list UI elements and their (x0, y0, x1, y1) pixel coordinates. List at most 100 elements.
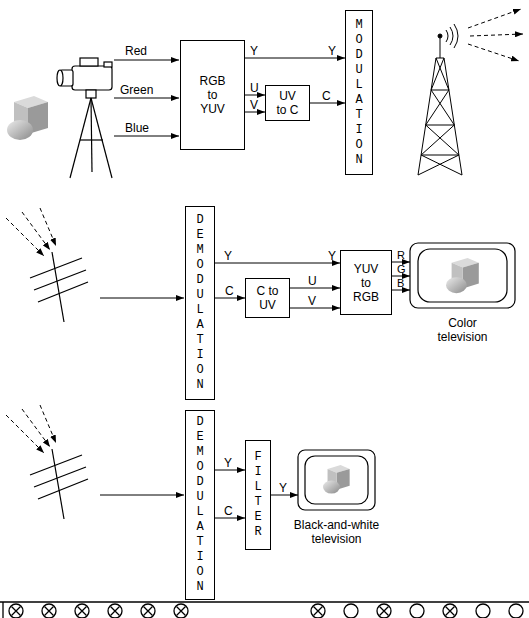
bottom-strip (314, 607, 323, 616)
bottom-strip (78, 607, 87, 616)
video-camera (80, 58, 98, 66)
conversion-box: UV to C (265, 85, 310, 121)
broadcast-wave (470, 34, 523, 36)
signal-label: C (224, 505, 233, 517)
bottom-strip (2, 602, 3, 618)
bottom-strip (12, 607, 21, 616)
demodulation-block: DEMODULATION (185, 410, 215, 600)
screen-image (323, 465, 350, 494)
source-object (7, 96, 48, 140)
bottom-strip (75, 604, 89, 618)
signal-label: Y (224, 250, 232, 262)
bottom-strip (108, 604, 122, 618)
bottom-strip (410, 604, 424, 618)
bottom-strip (509, 604, 523, 618)
transmitter-tower (426, 125, 455, 126)
bottom-strip (443, 604, 457, 618)
transmitter-tower (421, 155, 459, 156)
bottom-strip (141, 604, 155, 618)
caption-label: Black-and-white television (285, 518, 389, 546)
conversion-box: RGB to YUV (180, 40, 245, 150)
channel-label: Green (120, 84, 153, 96)
signal-connector (215, 298, 245, 299)
signal-arrow (114, 98, 179, 99)
signal-connector (215, 518, 245, 519)
transmitter-tower (418, 58, 459, 175)
signal-connector (245, 112, 265, 113)
bottom-strip (344, 604, 358, 618)
bottom-strip (380, 607, 389, 616)
television-screen (298, 450, 375, 510)
transmitter-tower (454, 24, 458, 48)
signal-label: C (225, 285, 234, 297)
television-set: Black-and-white television (281, 450, 392, 546)
tv-screen (298, 450, 375, 510)
video-camera (91, 98, 112, 178)
receiving-antenna (34, 467, 86, 487)
bottom-strip (446, 607, 455, 616)
box-label: C to UV (254, 284, 282, 312)
incoming-wave (6, 415, 44, 453)
video-camera (104, 62, 112, 67)
receiving-antenna (30, 252, 88, 519)
signal-label: U (308, 275, 317, 287)
signal-label: Y (224, 457, 232, 469)
signal-arrow (114, 60, 179, 136)
transmitter-tower (440, 38, 441, 58)
receiving-antenna (38, 479, 88, 499)
television-screen (410, 243, 515, 308)
receiving-antenna (38, 282, 88, 302)
incoming-wave (6, 208, 56, 453)
bottom-strip (0, 601, 529, 602)
screen-image (446, 258, 479, 293)
bottom-strip (9, 604, 23, 618)
signal-connector (290, 308, 340, 309)
incoming-wave (22, 409, 50, 447)
video-camera (72, 66, 112, 90)
channel-label: Red (125, 45, 147, 57)
receiving-antenna (52, 449, 64, 519)
signal-connector (392, 276, 410, 277)
vertical-label: MODULATION (353, 18, 365, 168)
signal-connector (310, 103, 345, 104)
signal-arrow (100, 298, 184, 299)
signal-label: C (322, 90, 331, 102)
signal-connector (271, 495, 298, 496)
screen-image (446, 258, 479, 293)
demodulation-block: DEMODULATION (185, 206, 215, 400)
transmitter-tower (450, 27, 453, 45)
signal-connector (290, 288, 340, 289)
signal-label: V (308, 295, 316, 307)
transmitter-tower (421, 58, 462, 175)
television-set: Color television (410, 243, 515, 344)
broadcast-wave (468, 9, 521, 28)
video-camera (70, 98, 91, 178)
transmitter-tower (418, 24, 462, 175)
broadcast-wave (468, 44, 519, 61)
tv-screen (410, 243, 515, 308)
box-label: RGB to YUV (197, 74, 229, 116)
video-camera (86, 90, 96, 98)
signal-label: B (397, 278, 404, 289)
transmitter-tower (431, 90, 449, 91)
television-screen (418, 249, 507, 302)
bottom-strip (0, 602, 529, 618)
conversion-box: YUV to RGB (340, 250, 392, 315)
incoming-wave (6, 218, 44, 256)
television-screen (298, 243, 515, 510)
signal-connector (215, 263, 340, 264)
signal-label: R (397, 250, 405, 261)
screen-image (323, 465, 350, 494)
signal-label: G (397, 264, 406, 275)
filter-block: FILTER (245, 440, 271, 550)
video-camera (80, 139, 103, 140)
vertical-label: DEMODULATION (194, 415, 206, 595)
caption-label: Color television (427, 316, 499, 344)
signal-label: U (250, 82, 259, 94)
bottom-strip (144, 607, 153, 616)
box-label: UV to C (274, 89, 302, 117)
signal-arrow (100, 495, 184, 496)
receiving-antenna (52, 252, 64, 322)
video-camera (57, 58, 112, 178)
